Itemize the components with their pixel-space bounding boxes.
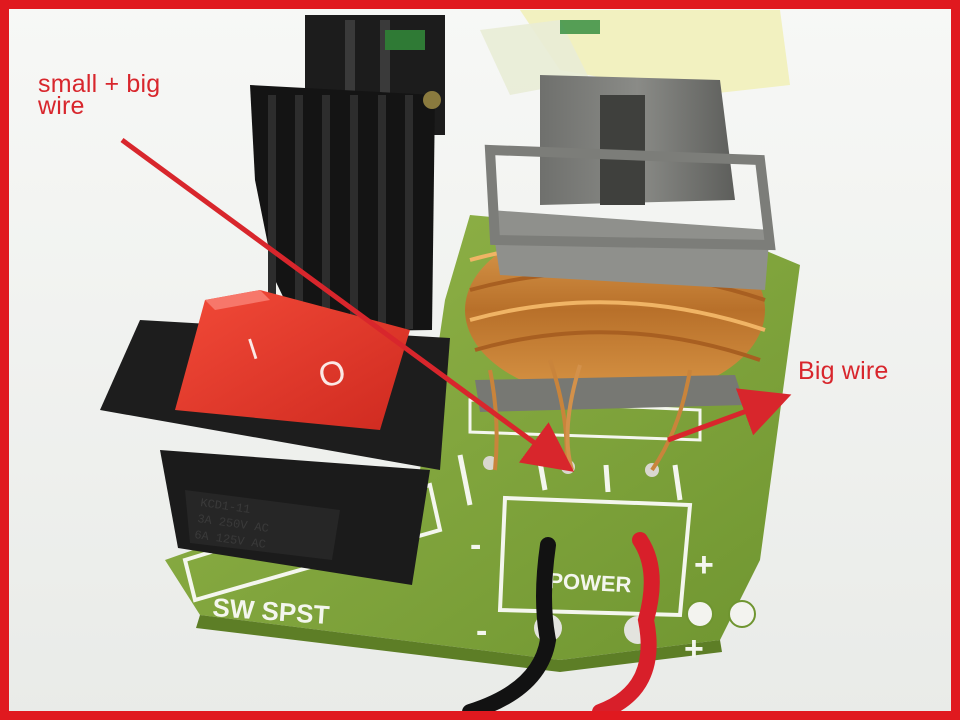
silkscreen-plus-right: + bbox=[694, 546, 714, 584]
silkscreen-power: POWER bbox=[548, 568, 632, 597]
transformer bbox=[465, 75, 776, 472]
annotation-small-big-wire-line2: wire bbox=[38, 92, 85, 120]
annotation-small-big-wire: small + big wire bbox=[38, 70, 161, 120]
silkscreen-plus-bottom: + bbox=[684, 630, 704, 668]
arrow-big-wire bbox=[667, 388, 792, 443]
rocker-switch: I O KCD1-11 3A 250V AC 6A 125V AC bbox=[100, 290, 450, 585]
silkscreen-minus-bottom: - bbox=[476, 612, 487, 650]
arrow-small-big-wire bbox=[120, 137, 575, 472]
silkscreen-minus-left: - bbox=[470, 526, 481, 564]
rocker-red-button bbox=[175, 290, 410, 430]
switch-label-line1: KCD1-11 bbox=[199, 496, 251, 517]
power-wires bbox=[462, 532, 660, 720]
annotation-small-big-wire-line1: small + big bbox=[38, 70, 161, 98]
annotation-big-wire: Big wire bbox=[798, 357, 889, 385]
